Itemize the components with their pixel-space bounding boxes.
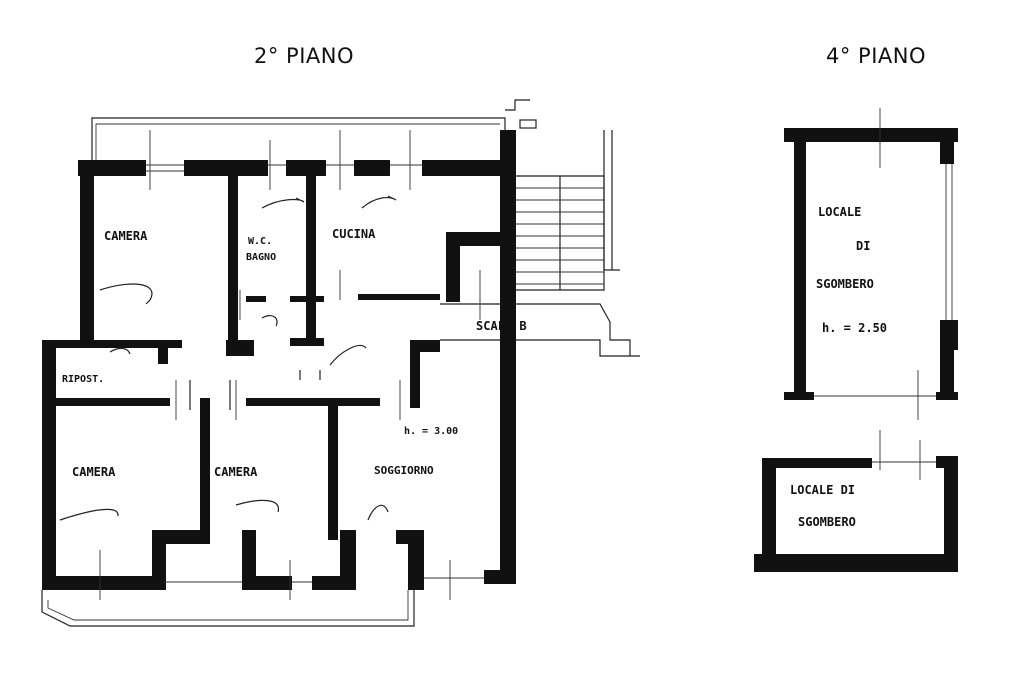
balcony-outline-bottom <box>41 590 415 627</box>
label-scala: SCALA B <box>476 319 527 333</box>
window-lines <box>814 164 953 397</box>
door-swing <box>235 499 279 513</box>
room-label-sgombero: SGOMBERO <box>816 277 874 291</box>
wall-right <box>944 456 958 556</box>
wall-segment <box>422 160 516 176</box>
stair-rail <box>603 130 620 271</box>
wall-segment <box>290 338 324 346</box>
room-height: h. = 3.00 <box>404 426 458 437</box>
balcony-inner-bottom <box>47 590 409 621</box>
wall-segment <box>42 340 182 348</box>
bay-wall <box>408 530 424 590</box>
wall-segment <box>290 296 324 302</box>
wall-left <box>794 128 806 398</box>
room-label-camera: CAMERA <box>104 229 148 243</box>
balcony-inner-top <box>95 123 500 160</box>
stair-wall <box>446 232 460 302</box>
room-label-ripost: RIPOST. <box>62 374 104 385</box>
kitchen-wall <box>358 294 440 300</box>
room-label-camera: CAMERA <box>72 465 116 479</box>
wall-bottom <box>484 570 516 584</box>
window-lines <box>146 164 422 172</box>
bay-wall <box>152 530 166 590</box>
bay-wall <box>340 530 356 590</box>
wall-divider <box>306 160 316 340</box>
axis-ticks <box>879 108 921 480</box>
wall-right <box>940 320 958 350</box>
wall-bottom <box>936 392 958 400</box>
room-label-locale-di: LOCALE DI <box>790 483 855 497</box>
wall-segment <box>184 160 268 176</box>
wall-divider <box>200 398 210 540</box>
wall-bottom <box>242 576 292 590</box>
stair-landing <box>440 303 640 357</box>
room-label-di: DI <box>856 239 870 253</box>
wall-top <box>762 458 872 468</box>
axis-ticks <box>99 130 481 600</box>
floor4-title: 4° PIANO <box>826 44 926 68</box>
wall-right <box>940 350 954 396</box>
wall-segment <box>226 340 254 356</box>
door-swing <box>261 197 305 209</box>
stair-treads <box>516 187 604 285</box>
floor4-plan: LOCALE DI SGOMBERO h. = 2.50 LOCALE DI S… <box>754 108 958 572</box>
room-label-bagno: BAGNO <box>246 252 276 263</box>
wall-segment <box>410 340 420 408</box>
wall-top <box>784 128 958 142</box>
door-swing <box>261 314 278 327</box>
door-swing <box>109 347 131 355</box>
stair-wall <box>446 232 504 246</box>
wall-right <box>940 128 954 164</box>
balcony-outline-top <box>91 117 506 160</box>
wall-segment <box>158 340 168 364</box>
corridor-wall <box>246 398 380 406</box>
room-label-cucina: CUCINA <box>332 227 376 241</box>
bay-wall <box>242 530 256 590</box>
wall-left-lower <box>42 340 56 590</box>
wall-right <box>500 296 516 580</box>
room-label-camera: CAMERA <box>214 465 258 479</box>
wall-bottom <box>784 392 814 400</box>
stair-wall <box>500 130 516 296</box>
bay-wall <box>152 530 210 544</box>
door-swing <box>329 344 367 366</box>
vent-detail <box>519 119 537 129</box>
wall-segment <box>246 296 266 302</box>
door-swing <box>367 504 389 521</box>
room-height: h. = 2.50 <box>822 321 887 335</box>
wall-divider <box>328 398 338 540</box>
wall-segment <box>78 160 146 176</box>
floor2-title: 2° PIANO <box>254 44 354 68</box>
wall-divider <box>228 160 238 356</box>
wall-bottom <box>754 554 958 572</box>
window-lines-bottom <box>164 577 484 583</box>
room-label-soggiorno: SOGGIORNO <box>374 464 434 477</box>
door-swing <box>59 508 119 521</box>
door-jambs <box>189 370 321 410</box>
room-label-sgombero: SGOMBERO <box>798 515 856 529</box>
door-swing <box>99 283 153 305</box>
wall-left <box>762 458 776 558</box>
wall-left-upper <box>80 160 94 340</box>
door-swing <box>361 195 397 209</box>
chimney-detail <box>505 99 530 111</box>
wall-segment <box>50 398 170 406</box>
floor2-plan: CAMERA W.C. BAGNO CUCINA SCALA B RIPOST.… <box>41 99 640 627</box>
wall-segment <box>354 160 390 176</box>
room-label-wc: W.C. <box>248 236 272 247</box>
staircase <box>440 130 640 357</box>
room-label-locale: LOCALE <box>818 205 861 219</box>
wall-bottom <box>42 576 164 590</box>
